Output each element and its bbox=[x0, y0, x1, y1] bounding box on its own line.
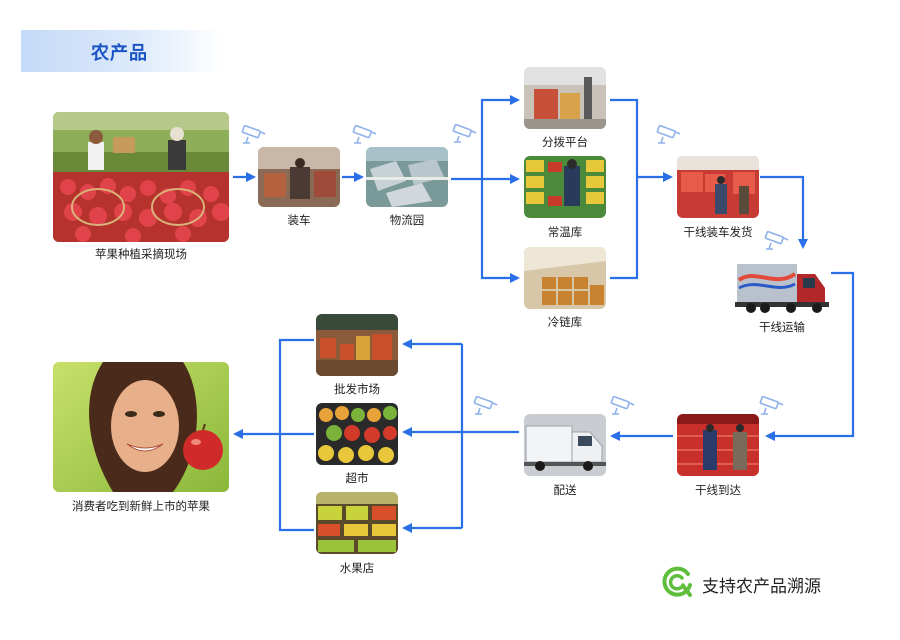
surveillance-camera-icon bbox=[351, 125, 377, 145]
surveillance-camera-icon bbox=[758, 396, 784, 416]
surveillance-camera-icon bbox=[655, 125, 681, 145]
brand-text: 支持农产品溯源 bbox=[702, 577, 821, 597]
arrow-park-to-platform bbox=[451, 95, 520, 181]
loading-label: 装车 bbox=[287, 213, 311, 227]
merge-bracket bbox=[610, 98, 639, 280]
trunk-transport-photo bbox=[735, 258, 829, 314]
trunk-loading-photo bbox=[677, 156, 759, 218]
delivery-photo bbox=[524, 414, 606, 476]
surveillance-camera-icon bbox=[451, 124, 477, 144]
surveillance-camera-icon bbox=[609, 396, 635, 416]
traceability-logo-icon bbox=[660, 565, 694, 599]
loading-photo bbox=[258, 147, 340, 207]
supermarket-label: 超市 bbox=[345, 471, 369, 485]
page-title: 农产品 bbox=[91, 43, 148, 64]
trunk-arrival-photo bbox=[677, 414, 759, 476]
cold-chain-warehouse-label: 冷链库 bbox=[547, 315, 583, 329]
logistics-park-photo bbox=[366, 147, 448, 207]
fruit-store-label: 水果店 bbox=[339, 561, 375, 575]
fruit-store-photo bbox=[316, 492, 398, 554]
consumer-label: 消费者吃到新鲜上市的苹果 bbox=[72, 499, 210, 513]
wholesale-market-label: 批发市场 bbox=[334, 382, 380, 396]
cold-chain-warehouse-photo bbox=[524, 247, 606, 309]
supermarket-photo bbox=[316, 403, 398, 465]
ambient-warehouse-photo bbox=[524, 156, 606, 218]
trunk-arrival-label: 干线到达 bbox=[695, 483, 741, 497]
surveillance-camera-icon bbox=[472, 396, 498, 416]
orchard-photo bbox=[53, 112, 229, 242]
trunk-transport-label: 干线运输 bbox=[759, 320, 805, 334]
arrow-park-to-cold bbox=[480, 179, 520, 283]
distribution-platform-photo bbox=[524, 67, 606, 129]
section-header: 农产品 bbox=[21, 30, 221, 72]
arrow-transport-to-arrival bbox=[765, 271, 855, 441]
delivery-label: 配送 bbox=[553, 483, 577, 497]
logistics-park-label: 物流园 bbox=[389, 213, 425, 227]
ambient-warehouse-label: 常温库 bbox=[547, 225, 583, 239]
wholesale-market-photo bbox=[316, 314, 398, 376]
orchard-label: 苹果种植采摘现场 bbox=[95, 247, 187, 261]
arrow-trunk-loading-to-transport bbox=[760, 175, 808, 249]
distribution-platform-label: 分拨平台 bbox=[542, 135, 588, 149]
surveillance-camera-icon bbox=[763, 231, 789, 251]
trunk-loading-label: 干线装车发货 bbox=[683, 225, 753, 239]
consumer-photo bbox=[53, 362, 229, 492]
surveillance-camera-icon bbox=[240, 125, 266, 145]
